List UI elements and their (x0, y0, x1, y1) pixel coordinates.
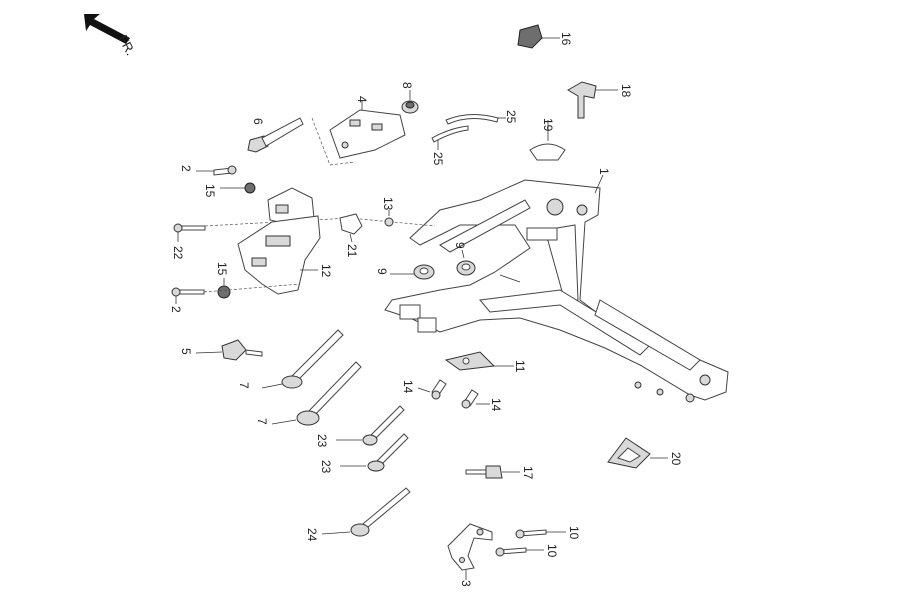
front-direction-arrow-icon (84, 14, 130, 44)
part-15-nut-lower (217, 285, 231, 299)
part-9-washer-left (413, 264, 435, 280)
callout-14b: 14 (489, 398, 503, 412)
callout-9a: 9 (375, 268, 389, 275)
callout-10b: 10 (545, 544, 559, 558)
callout-18: 18 (619, 84, 633, 98)
callout-23a: 23 (315, 434, 329, 448)
part-7-bolt-upper (281, 329, 344, 389)
part-21-clamp (339, 213, 363, 235)
callout-23b: 23 (319, 460, 333, 474)
callout-11: 11 (513, 360, 527, 373)
part-20-plate (607, 437, 651, 469)
callout-2a: 2 (179, 165, 193, 172)
part-8-grommet (401, 100, 419, 114)
callout-7b: 7 (255, 418, 269, 425)
callout-17: 17 (521, 466, 535, 480)
part-18-bracket (567, 81, 597, 119)
callout-10a: 10 (567, 526, 581, 540)
callout-19: 19 (541, 118, 555, 132)
part-5-stopper (221, 339, 263, 361)
part-16-clip (517, 24, 543, 49)
leader-1 (594, 174, 604, 194)
part-2-screw-upper (213, 165, 237, 176)
callout-12: 12 (319, 264, 333, 278)
part-25-hose-lower (431, 125, 469, 143)
callout-16: 16 (559, 32, 573, 46)
callout-5: 5 (179, 348, 193, 355)
part-14-bolt-right (461, 389, 479, 409)
part-6-bolt (247, 117, 304, 153)
part-23-bolt-lower (367, 433, 409, 472)
part-2-screw-lower (171, 287, 205, 297)
callout-20: 20 (669, 452, 683, 466)
callout-14a: 14 (401, 380, 415, 394)
part-10-bolt-upper (515, 529, 547, 539)
part-12-cover (237, 215, 321, 295)
part-15-nut-upper (244, 182, 256, 194)
part-3-bracket (447, 523, 493, 571)
callout-4: 4 (355, 96, 369, 103)
callout-25b: 25 (431, 152, 445, 166)
part-7-bolt-lower (296, 361, 362, 426)
callout-24: 24 (305, 528, 319, 542)
callout-2b: 2 (169, 306, 183, 313)
part-14-bolt-left (431, 379, 447, 400)
part-24-bolt (350, 487, 411, 537)
part-4-bracket-plate (329, 109, 406, 159)
callout-22: 22 (171, 246, 185, 260)
part-22-screw (173, 223, 206, 233)
part-10-bolt-lower (495, 547, 527, 557)
callout-13: 13 (381, 197, 395, 211)
callout-15a: 15 (203, 184, 217, 198)
part-17-pin (465, 465, 503, 479)
main-frame (384, 179, 729, 403)
callout-8: 8 (400, 82, 414, 89)
part-23-bolt-upper (362, 405, 405, 446)
callout-3: 3 (459, 580, 473, 587)
callout-21: 21 (345, 244, 359, 258)
part-11-plate (444, 351, 496, 371)
callout-15b: 15 (215, 262, 229, 276)
part-9-washer-right (456, 260, 476, 276)
part-19-cap (529, 143, 566, 161)
part-13-nut (384, 217, 394, 227)
callout-1: 1 (597, 168, 611, 175)
callout-25a: 25 (504, 110, 518, 124)
callout-9b: 9 (453, 242, 467, 249)
callout-7a: 7 (237, 382, 251, 389)
callout-6: 6 (251, 118, 265, 125)
part-25-hose-upper (445, 114, 499, 125)
